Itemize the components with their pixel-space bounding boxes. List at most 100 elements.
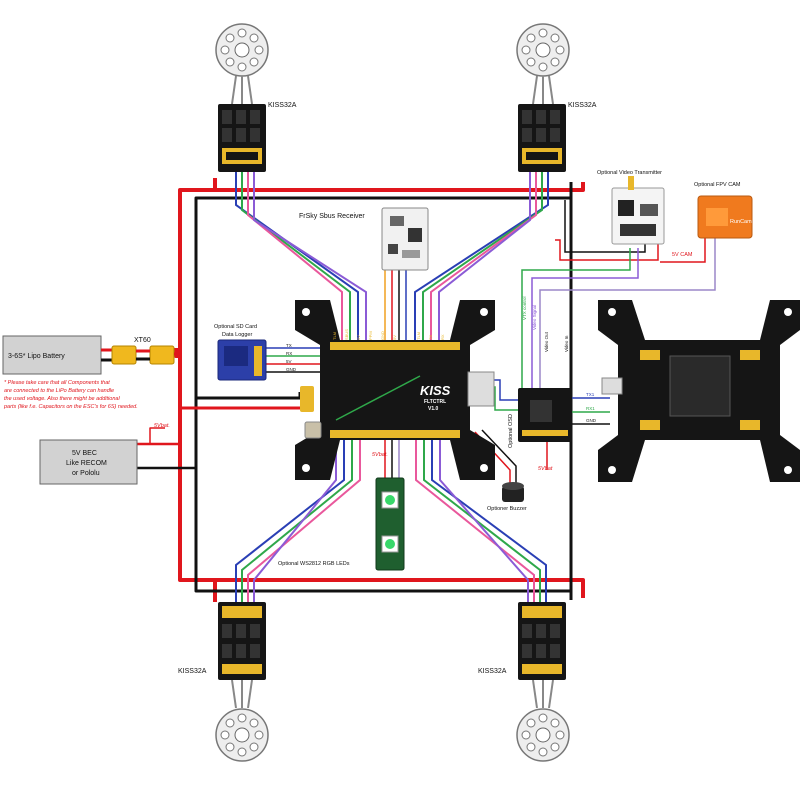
cam-video [539, 235, 716, 390]
vtx-5v-cam-label: 5V CAM [672, 252, 693, 258]
sd-logger-label-1: Optional SD Card [214, 324, 257, 330]
cam-red [660, 235, 706, 263]
wire-bl-pink [247, 440, 361, 602]
warning-line-1: * Please take care that all Components t… [4, 380, 110, 386]
sd-card-logger [217, 339, 267, 381]
xt60-connector [111, 345, 180, 365]
esc-bottom-left-label: KISS32A [178, 668, 207, 675]
esc-bottom-right [518, 602, 566, 680]
battery-wire-red [174, 348, 180, 358]
sd-tx-label: TX [286, 343, 292, 348]
wire-br-purple [439, 440, 529, 602]
wire-bl-green [241, 440, 353, 602]
fc-pin-3: 5V [356, 335, 361, 340]
wire-br-pink [415, 440, 535, 602]
vtx-red [555, 239, 659, 261]
motor-bottom-right [516, 679, 570, 762]
osd-video-in-label: Video In [564, 335, 569, 352]
fc-pin-7: TLM [416, 332, 421, 340]
osd-tx-label: TX1 [586, 392, 595, 397]
bec-vbat-label: 5Vbat. [154, 423, 170, 429]
esc-top-left [218, 104, 266, 172]
bec-output-red [149, 427, 165, 444]
fc-brand: KISS [420, 383, 451, 398]
vtx-control-label: VTX control [522, 296, 527, 320]
fc-pin-4: PPM [368, 331, 373, 340]
wire-tl-green [241, 170, 351, 345]
bec-line-3: or Pololu [72, 470, 100, 477]
osd-gnd-label: GND [586, 418, 597, 423]
fc-model: FLTCTRL [424, 399, 446, 405]
osd-rx-label: RX1 [586, 406, 595, 411]
sd-logger-label-2: Data Logger [222, 332, 252, 338]
osd-label: Optional OSD [508, 414, 514, 448]
receiver-label: FrSky Sbus Receiver [299, 213, 365, 220]
power-wire-red [178, 182, 585, 348]
flight-controller-back [598, 300, 800, 482]
vtx-black [564, 200, 646, 253]
video-transmitter [611, 176, 665, 245]
wire-br-blue [431, 440, 547, 602]
vtx-video-purple [531, 248, 639, 390]
osd-video-out-label: Video Out [544, 331, 549, 352]
wire-tl-pink [247, 170, 343, 345]
warning-line-2: are connected to the LiPo Battery can ha… [4, 388, 114, 394]
buzzer-black [481, 429, 517, 488]
fc-pin-5: GND [380, 331, 385, 340]
wire-tr-pink [430, 170, 537, 345]
battery-label: 3-6S* Lipo Battery [8, 353, 65, 360]
esc-top-right-label: KISS32A [568, 102, 597, 109]
led-vbat-label: 5Vbat. [372, 452, 388, 458]
esc-bottom-right-label: KISS32A [478, 668, 507, 675]
video-wires [450, 200, 716, 470]
bec-line-1: 5V BEC [72, 450, 97, 457]
wire-bl-blue [235, 440, 345, 602]
warning-line-4: parts (like f.e. Capacitors on the ESC's… [3, 404, 138, 410]
led-wires [384, 438, 400, 478]
fc-version: V1.0 [428, 406, 439, 412]
xt60-label: XT60 [134, 337, 151, 344]
fc-pin-6: 5V [392, 335, 397, 340]
bec-line-2: Like RECOM [66, 460, 107, 467]
led-label: Optional WS2812 RGB LEDs [278, 561, 350, 567]
vtx-control-green [521, 248, 631, 395]
sd-logger-wires [266, 347, 330, 373]
sd-rx-label: RX [286, 351, 292, 356]
camera-label: Optional FPV CAM [694, 182, 741, 188]
receiver-board [381, 207, 429, 271]
camera-brand: RunCam [730, 219, 752, 225]
video-transmitter-label: Optional Video Transmitter [597, 170, 662, 176]
sd-5v-label: 5V [286, 359, 292, 364]
battery [2, 335, 112, 375]
esc-signal-wires [235, 170, 549, 602]
osd-board [518, 388, 572, 442]
fc-power-black [196, 392, 302, 400]
esc-bottom-left [218, 602, 266, 680]
motor-top-left [215, 23, 269, 105]
fc-pin-9: RX [440, 334, 445, 340]
fc-pin-8: TX [428, 335, 433, 340]
motor-bottom-left [215, 679, 269, 762]
wire-br-green [423, 440, 541, 602]
sd-gnd-label: GND [286, 367, 297, 372]
receiver-wires [384, 268, 407, 345]
led-strip [375, 477, 405, 571]
flight-controller [295, 300, 495, 480]
osd-vbat-label: 5Vbat [538, 466, 553, 472]
wire-tr-blue [414, 170, 549, 345]
buzzer-label: Optioner Buzzer [487, 506, 527, 512]
motor-top-right [516, 23, 570, 105]
fc-pin-2: SBUS [344, 329, 349, 340]
fpv-camera [697, 195, 753, 239]
esc-top-right [518, 104, 566, 172]
warning-line-3: the used voltage. Also there might be ad… [4, 396, 120, 402]
wire-tr-purple [438, 170, 531, 345]
fc-pin-1: TLM [332, 332, 337, 340]
video-signal-label: Video Signal [532, 305, 537, 330]
wire-tl-purple [253, 170, 367, 345]
fc-pin-labels: TLM SBUS 5V PPM GND 5V TLM TX RX [332, 329, 445, 340]
esc-top-left-label: KISS32A [268, 102, 297, 109]
wire-bl-purple [253, 440, 337, 602]
buzzer [502, 482, 524, 502]
